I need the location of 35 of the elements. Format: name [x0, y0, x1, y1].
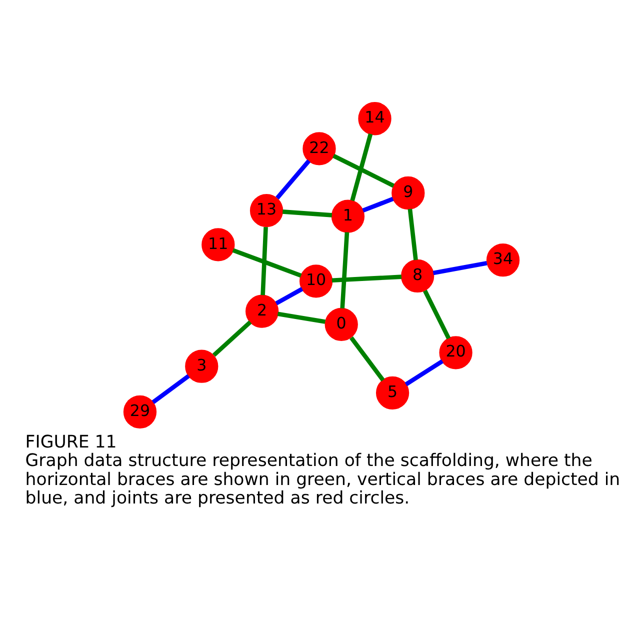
- node-circle: 9: [392, 176, 425, 210]
- connector: [350, 336, 385, 382]
- connector: [340, 232, 350, 309]
- connector: [332, 154, 395, 188]
- node-circle: 0: [324, 308, 358, 341]
- node-circle: 29: [123, 395, 157, 428]
- node-circle: 20: [439, 336, 472, 370]
- node-circle: 22: [302, 132, 336, 166]
- connector: [408, 208, 418, 260]
- connector: [362, 196, 394, 213]
- connector: [275, 287, 304, 306]
- node-circle: 14: [358, 102, 392, 136]
- connector: [276, 159, 311, 200]
- node-circle: 5: [376, 376, 410, 410]
- connector: [152, 374, 190, 404]
- connector: [350, 133, 373, 202]
- node-circle: 13: [250, 194, 284, 228]
- diagram-title: FIGURE 11: [25, 432, 117, 452]
- connector: [212, 320, 252, 357]
- node-circle: 11: [202, 228, 235, 262]
- connector: [232, 248, 302, 278]
- connector: [260, 226, 268, 296]
- connector: [423, 290, 451, 340]
- connector: [277, 312, 326, 324]
- node-circle: 3: [185, 350, 218, 383]
- connector: [432, 260, 488, 276]
- node-circle: 2: [246, 294, 279, 328]
- caption: Graph data structure representation of the scaffolding, where the horizontal braces are shown in green, vertical braces are depicted in blue, and joints are presented as red circles.: [25, 451, 620, 509]
- node-circle: 1: [331, 200, 365, 233]
- connector: [282, 210, 332, 218]
- node-circle: 34: [486, 244, 520, 277]
- node-circle: 10: [299, 264, 333, 298]
- connector: [404, 359, 444, 386]
- node-circle: 8: [400, 259, 434, 293]
- connector: [332, 274, 402, 283]
